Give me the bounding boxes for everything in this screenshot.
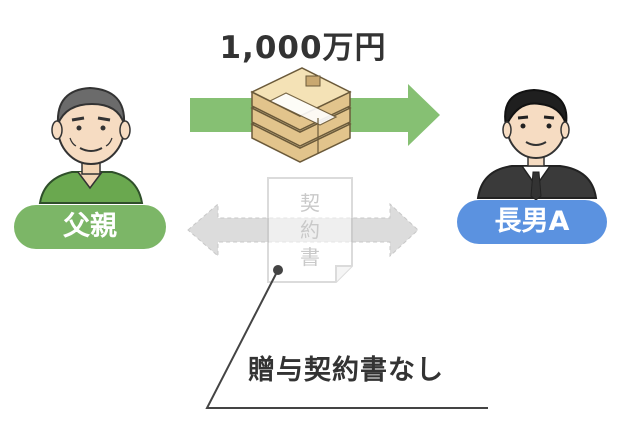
contract-text: 契 約 書 [292, 190, 328, 271]
gift-amount: 1,000万円 [219, 30, 387, 66]
son-avatar-icon [476, 88, 598, 201]
money-stack-icon [250, 67, 352, 163]
contract-char-1: 契 [300, 191, 320, 215]
callout-leader-line [205, 265, 488, 409]
faded-contract-document [267, 177, 353, 283]
father-avatar-icon [38, 86, 144, 204]
contract-char-3: 書 [300, 245, 320, 269]
contract-char-2: 約 [300, 218, 320, 242]
son-label: 長男A [457, 200, 607, 244]
father-label: 父親 [14, 205, 166, 249]
no-contract-note: 贈与契約書なし [248, 355, 444, 386]
